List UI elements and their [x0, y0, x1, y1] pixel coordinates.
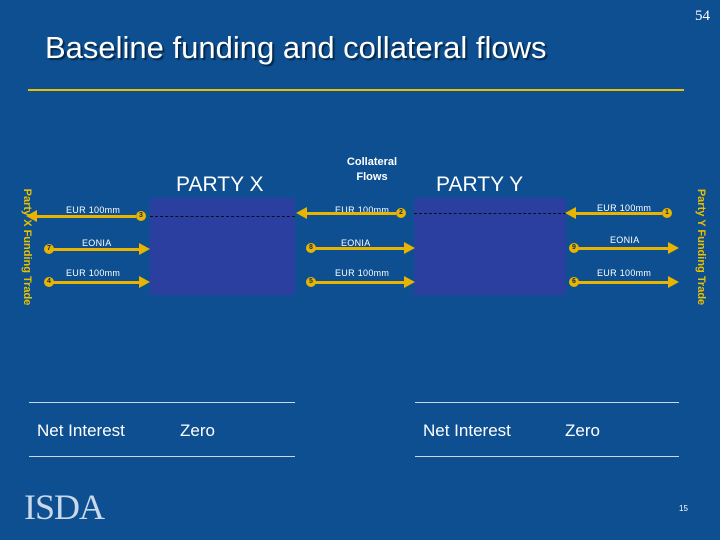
- flow-arrow: [296, 207, 396, 219]
- flow-arrow: [26, 210, 136, 222]
- party-y-title: PARTY Y: [436, 173, 524, 196]
- slide-title: Baseline funding and collateral flows: [45, 30, 547, 65]
- summary-rule: [29, 456, 295, 457]
- party-x-net-interest-value: Zero: [180, 421, 215, 440]
- isda-logo: ISDA: [24, 487, 105, 527]
- flow-label: EUR 100mm: [335, 268, 390, 278]
- flow-arrow: [575, 276, 679, 288]
- flow-arrow: [565, 207, 662, 219]
- right-side-label: Party Y Funding Trade: [695, 188, 707, 306]
- flow-number-badge: 2: [396, 208, 406, 218]
- flow-number-badge: 4: [44, 277, 54, 287]
- flow-arrow: [311, 242, 415, 254]
- party-x-box: [150, 198, 295, 295]
- flow-label: EUR 100mm: [335, 205, 390, 215]
- party-x-net-interest-label: Net Interest: [37, 421, 125, 440]
- footer-page-number: 15: [679, 504, 688, 513]
- flow-number-badge: 5: [306, 277, 316, 287]
- flow-label: EUR 100mm: [597, 203, 652, 213]
- flow-dashed-line: [414, 213, 566, 214]
- flow-label: EONIA: [341, 238, 371, 248]
- party-y-net-interest-label: Net Interest: [423, 421, 511, 440]
- flow-arrow: [49, 243, 150, 255]
- summary-rule: [415, 456, 679, 457]
- page-number: 54: [695, 8, 710, 24]
- flow-number-badge: 8: [306, 243, 316, 253]
- flow-number-badge: 6: [569, 277, 579, 287]
- collateral-flows-label: Collateral Flows: [346, 156, 398, 183]
- flow-dashed-line: [150, 216, 295, 217]
- party-y-box: [414, 198, 566, 295]
- flow-label: EUR 100mm: [66, 268, 121, 278]
- flow-number-badge: 7: [44, 244, 54, 254]
- flow-label: EUR 100mm: [597, 268, 652, 278]
- flow-number-badge: 9: [569, 243, 579, 253]
- flow-arrow: [311, 276, 415, 288]
- flow-number-badge: 1: [662, 208, 672, 218]
- summary-rule: [415, 402, 679, 403]
- flow-label: EONIA: [82, 238, 112, 248]
- title-divider: [28, 89, 684, 91]
- flow-arrow: [575, 242, 679, 254]
- flow-number-badge: 3: [136, 211, 146, 221]
- flow-label: EONIA: [610, 235, 640, 245]
- flow-arrow: [49, 276, 150, 288]
- party-y-net-interest-value: Zero: [565, 421, 600, 440]
- left-side-label: Party X Funding Trade: [21, 188, 33, 306]
- flow-label: EUR 100mm: [66, 205, 121, 215]
- summary-rule: [29, 402, 295, 403]
- party-x-title: PARTY X: [176, 173, 264, 196]
